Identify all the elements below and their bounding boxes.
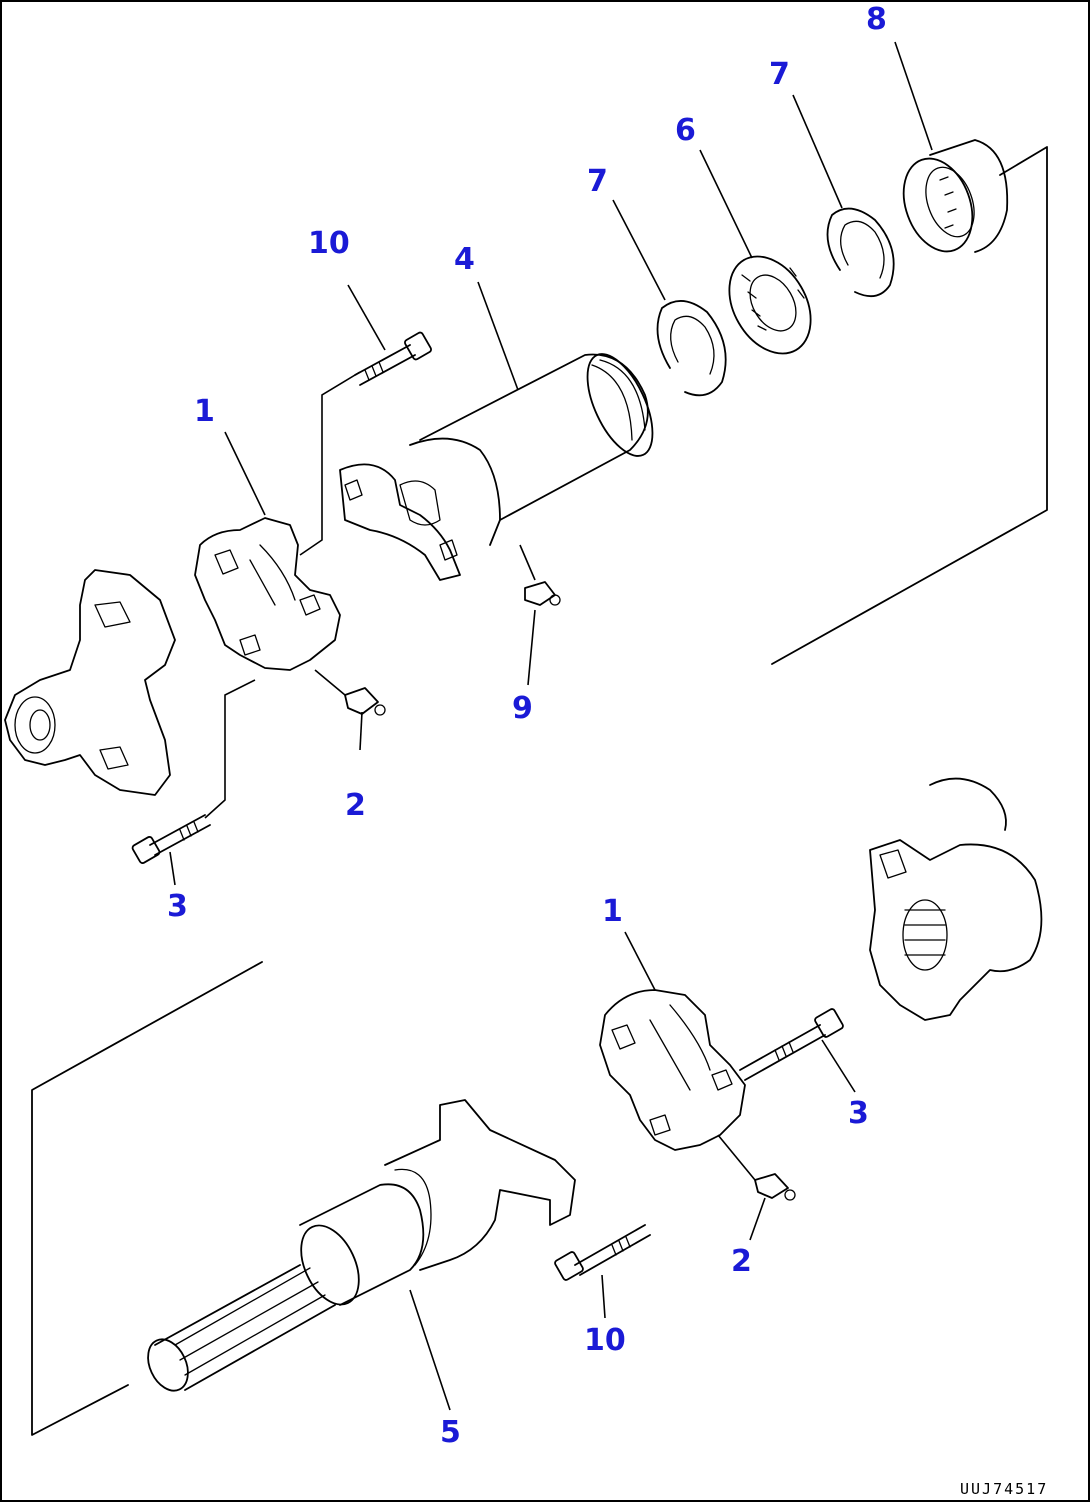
callout-3-upper: 3 bbox=[167, 889, 188, 924]
callout-1-upper: 1 bbox=[194, 394, 215, 429]
callout-10-upper: 10 bbox=[308, 226, 350, 261]
part-2-grease-fitting-lower bbox=[717, 1134, 796, 1201]
part-4-slip-yoke bbox=[339, 353, 654, 581]
flange-hub-lower-right bbox=[869, 777, 1043, 1021]
callout-leader-lines bbox=[169, 41, 933, 1411]
callout-2-lower: 2 bbox=[731, 1244, 752, 1279]
part-7-snap-ring-right bbox=[826, 207, 895, 298]
part-5-stub-shaft bbox=[147, 1099, 576, 1392]
part-8-bearing-cup bbox=[902, 139, 1009, 253]
part-2-grease-fitting-upper bbox=[314, 669, 386, 716]
callout-3-lower: 3 bbox=[848, 1096, 869, 1131]
upper-bracket-line bbox=[771, 146, 1048, 665]
callout-labels: 8 7 6 7 10 4 1 9 2 3 1 3 2 10 5 bbox=[167, 2, 887, 1450]
callout-1-lower: 1 bbox=[602, 894, 623, 929]
part-1-spider-upper bbox=[194, 517, 341, 671]
callout-4: 4 bbox=[454, 242, 475, 277]
part-3-bolt-lower bbox=[739, 1008, 844, 1081]
part-6-bearing bbox=[728, 255, 812, 355]
callout-7-left: 7 bbox=[587, 164, 608, 199]
callout-8: 8 bbox=[866, 2, 887, 37]
callout-10-lower: 10 bbox=[584, 1323, 626, 1358]
part-10-bolt-upper bbox=[354, 331, 432, 386]
callout-5: 5 bbox=[440, 1415, 461, 1450]
document-id: UUJ74517 bbox=[960, 1480, 1048, 1498]
part-9-grease-fitting bbox=[524, 581, 561, 606]
part-3-bolt-upper bbox=[131, 814, 211, 864]
callout-6: 6 bbox=[675, 113, 696, 148]
callout-7-right: 7 bbox=[769, 57, 790, 92]
upper-leader-lines bbox=[204, 371, 536, 819]
flange-yoke-upper-left bbox=[4, 569, 176, 796]
part-10-bolt-lower bbox=[554, 1224, 651, 1281]
callout-9: 9 bbox=[512, 691, 533, 726]
lower-bracket-line bbox=[31, 961, 263, 1436]
part-1-spider-lower bbox=[599, 989, 746, 1151]
callout-2-upper: 2 bbox=[345, 788, 366, 823]
part-7-snap-ring-left bbox=[656, 300, 727, 397]
